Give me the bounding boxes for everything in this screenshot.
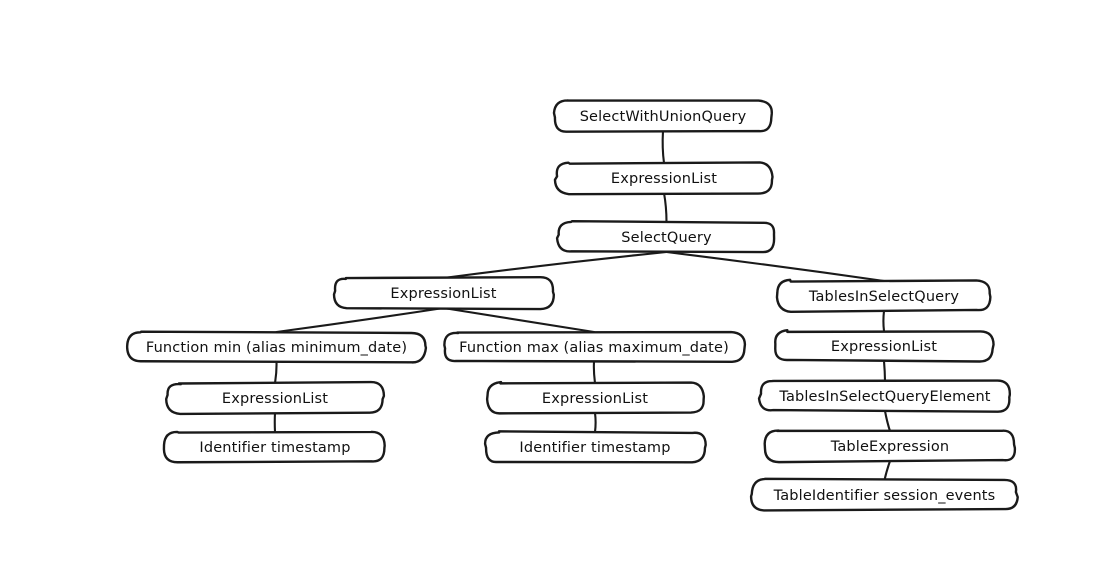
tree-node[interactable]: ExpressionList: [774, 329, 995, 363]
tree-node[interactable]: ExpressionList: [164, 380, 386, 416]
tree-node-label: TablesInSelectQuery: [808, 289, 959, 305]
tree-edge: [661, 129, 666, 165]
nodes-layer: SelectWithUnionQueryExpressionListSelect…: [125, 99, 1019, 512]
tree-edge: [275, 306, 445, 334]
tree-edge: [662, 191, 668, 224]
tree-node[interactable]: Identifier timestamp: [483, 430, 707, 464]
tree-node[interactable]: TableIdentifier session_events: [749, 477, 1019, 512]
tree-node-label: SelectWithUnionQuery: [580, 109, 747, 125]
tree-node[interactable]: SelectQuery: [555, 219, 776, 254]
tree-node-box: [553, 161, 774, 196]
tree-node-label: ExpressionList: [831, 339, 937, 355]
tree-node-box: [749, 477, 1019, 512]
tree-node[interactable]: TableExpression: [763, 429, 1017, 464]
tree-node[interactable]: Function min (alias minimum_date): [125, 330, 428, 364]
tree-node-label: SelectQuery: [621, 230, 712, 246]
tree-edge: [883, 409, 892, 433]
tree-node-label: Identifier timestamp: [519, 440, 670, 456]
tree-node[interactable]: Identifier timestamp: [162, 430, 386, 464]
tree-node-label: ExpressionList: [611, 171, 717, 187]
tree-edge: [883, 459, 892, 482]
tree-node-label: ExpressionList: [542, 391, 648, 407]
tree-edge: [665, 250, 886, 283]
tree-node-box: [332, 275, 556, 311]
tree-edge: [882, 359, 887, 383]
tree-node[interactable]: ExpressionList: [553, 161, 774, 196]
tree-node-box: [125, 330, 428, 364]
tree-edge: [273, 360, 278, 385]
tree-node-label: TableIdentifier session_events: [773, 488, 996, 504]
tree-node[interactable]: ExpressionList: [485, 380, 706, 415]
tree-edge: [442, 250, 668, 280]
tree-node[interactable]: ExpressionList: [332, 275, 556, 311]
tree-node[interactable]: TablesInSelectQuery: [775, 278, 992, 314]
tree-node-box: [485, 380, 706, 415]
tree-node-box: [763, 429, 1017, 464]
tree-node-label: TablesInSelectQueryElement: [778, 389, 990, 405]
tree-node-box: [162, 430, 386, 464]
tree-node[interactable]: TablesInSelectQueryElement: [757, 379, 1012, 413]
tree-edge: [882, 309, 886, 333]
tree-node-box: [774, 329, 995, 363]
tree-node-label: Identifier timestamp: [199, 440, 350, 456]
tree-node-label: ExpressionList: [390, 286, 496, 302]
tree-edge: [442, 306, 596, 334]
tree-node-box: [555, 219, 776, 254]
tree-edge: [593, 411, 597, 434]
tree-node-label: Function max (alias maximum_date): [459, 340, 729, 356]
tree-node-label: Function min (alias minimum_date): [146, 340, 407, 356]
tree-node-box: [552, 99, 773, 133]
tree-node[interactable]: Function max (alias maximum_date): [443, 330, 747, 363]
tree-node-box: [443, 330, 747, 363]
tree-node-box: [757, 379, 1012, 413]
tree-node-box: [775, 278, 992, 314]
tree-node-box: [483, 430, 707, 464]
tree-node-label: ExpressionList: [222, 391, 328, 407]
tree-edge: [592, 360, 597, 385]
tree-node-box: [164, 380, 386, 416]
tree-node-label: TableExpression: [830, 439, 949, 455]
tree-node[interactable]: SelectWithUnionQuery: [552, 99, 773, 133]
